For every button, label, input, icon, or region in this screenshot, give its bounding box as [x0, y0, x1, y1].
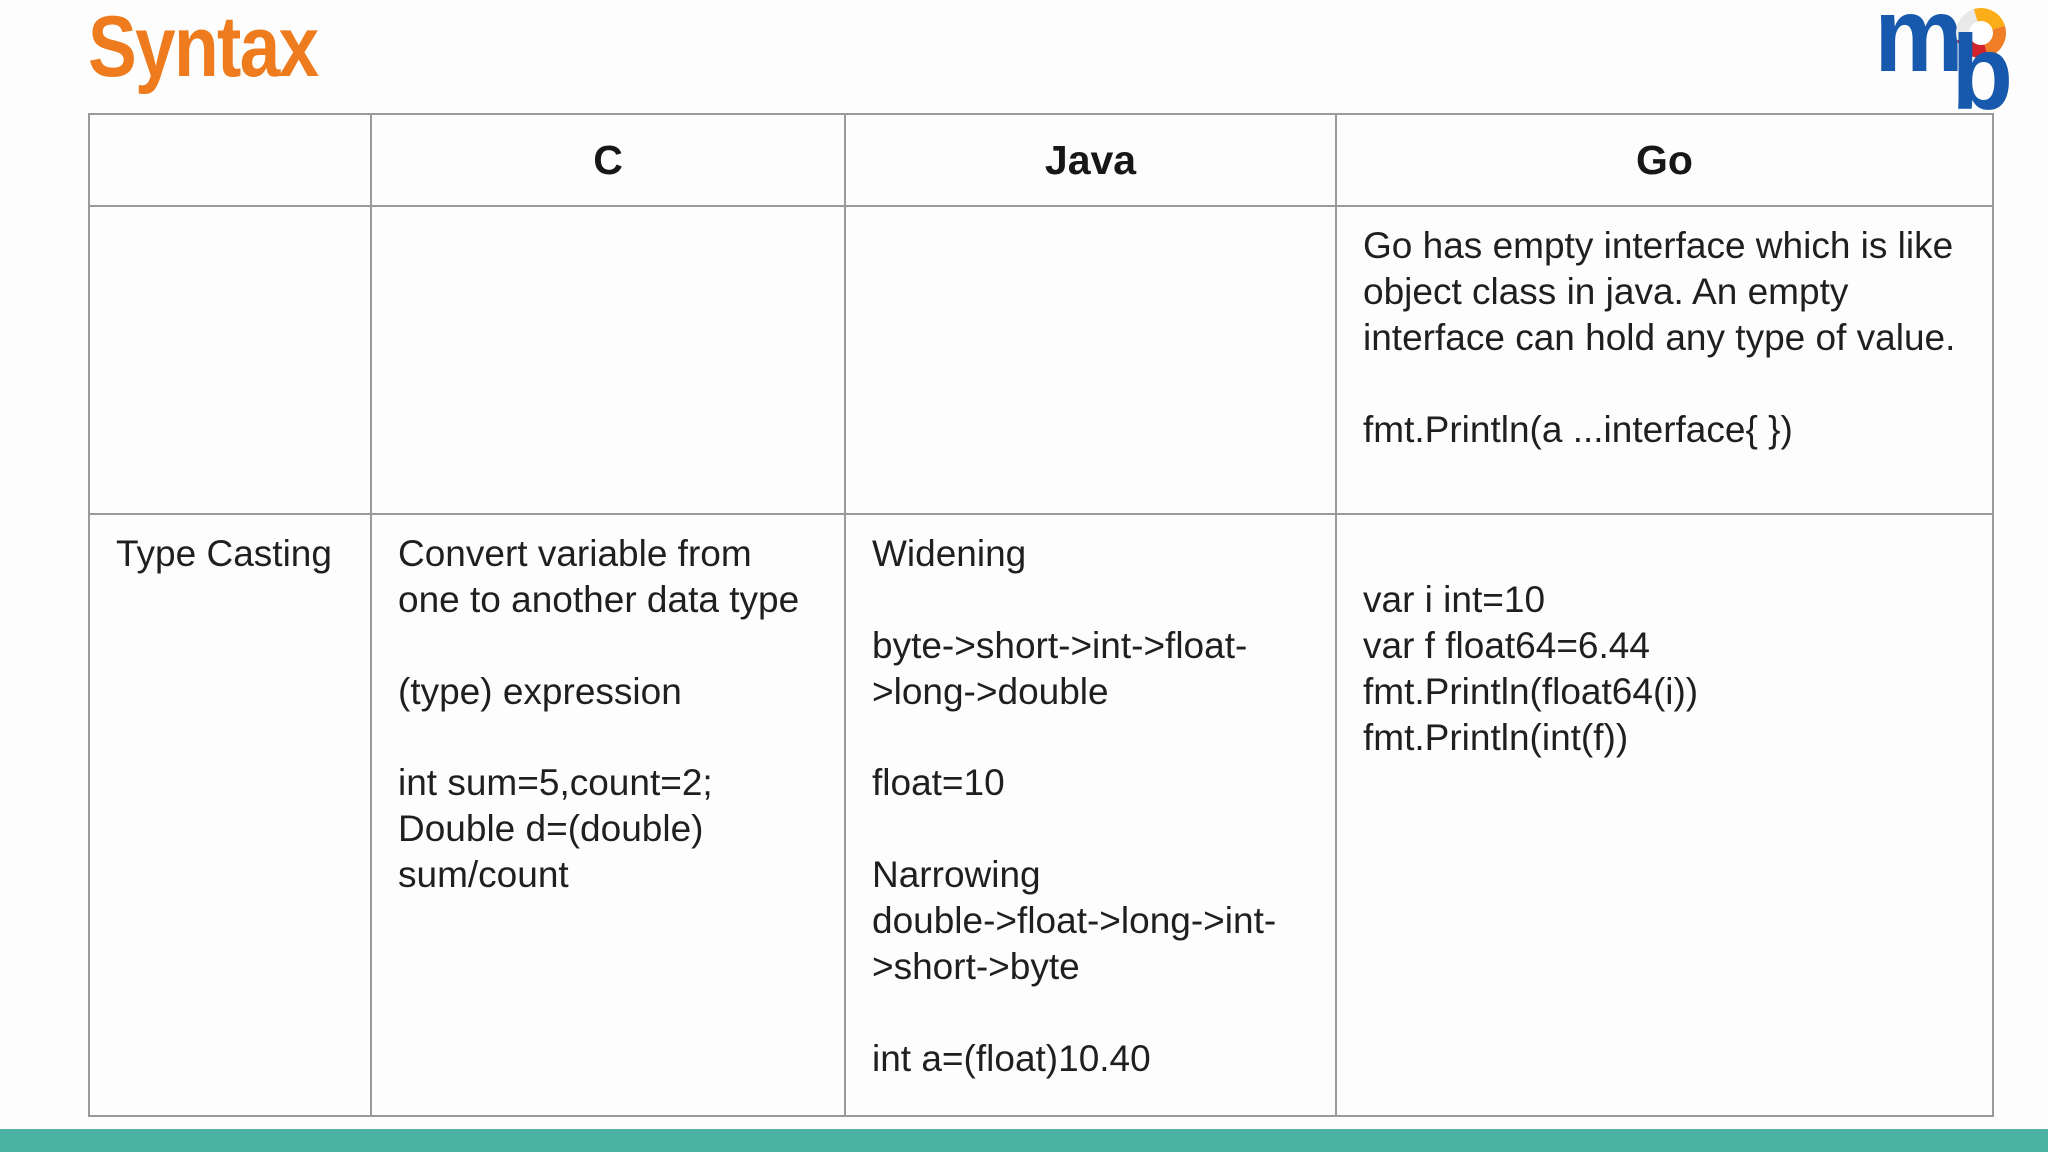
- c-cell: [370, 205, 846, 515]
- table-row-type-casting: Type Casting Convert variable from one t…: [88, 513, 1994, 1117]
- c-cell: Convert variable from one to another dat…: [370, 513, 846, 1117]
- java-cell: Widening byte->short->int->float->long->…: [844, 513, 1337, 1117]
- row-label-cell: Type Casting: [88, 513, 372, 1117]
- footer-accent-bar: [0, 1129, 2048, 1152]
- column-header-empty: [88, 113, 372, 207]
- mb-logo: m b: [1858, 0, 2038, 135]
- column-header-go: Go: [1335, 113, 1994, 207]
- row-label-cell: [88, 205, 372, 515]
- column-header-c: C: [370, 113, 846, 207]
- page-title: Syntax: [88, 0, 319, 95]
- language-comparison-table: C Java Go Go has empty interface which i…: [88, 113, 1994, 1117]
- go-cell: var i int=10 var f float64=6.44 fmt.Prin…: [1335, 513, 1994, 1117]
- logo-letter-b: b: [1951, 14, 2013, 132]
- column-header-java: Java: [844, 113, 1337, 207]
- java-cell: [844, 205, 1337, 515]
- logo-letter-m: m: [1874, 0, 1964, 94]
- header-row: C Java Go: [88, 113, 1994, 207]
- go-cell: Go has empty interface which is like obj…: [1335, 205, 1994, 515]
- table-row-empty-interface: Go has empty interface which is like obj…: [88, 205, 1994, 515]
